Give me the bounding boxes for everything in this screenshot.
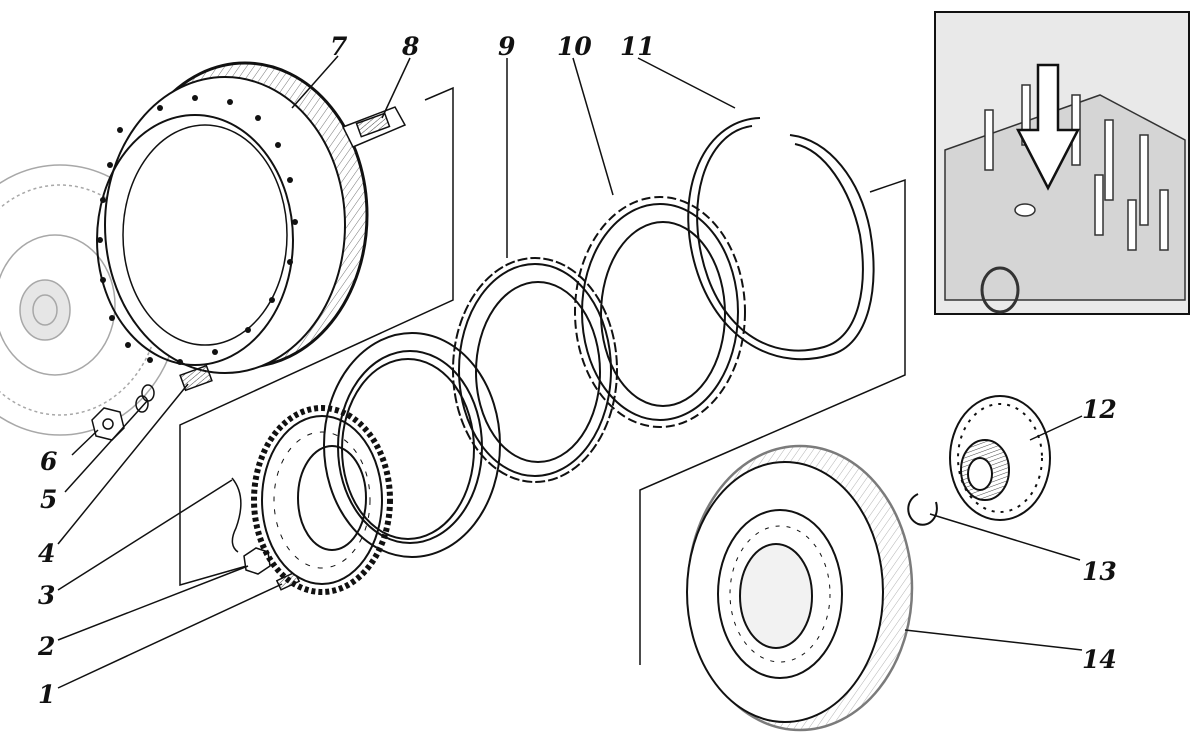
callout-1: 1	[38, 680, 55, 709]
part-6-nut	[91, 407, 125, 441]
pressure-plate-ring	[323, 332, 501, 558]
part-5-washer	[135, 384, 155, 413]
part-7-housing-ring	[96, 61, 369, 374]
callouts: 7 8 9 10 11 12 13 14 6 5 4 3 2 1	[37, 32, 1117, 709]
part-2-bolt	[243, 547, 271, 575]
part-3-spring-clip	[231, 477, 242, 553]
callout-8: 8	[401, 32, 419, 61]
ring-gear	[251, 405, 393, 595]
callout-12: 12	[1082, 395, 1117, 424]
callout-2: 2	[37, 632, 55, 661]
part-11-split-ring	[687, 117, 875, 361]
part-8-bolt	[341, 106, 407, 148]
callout-14: 14	[1082, 645, 1117, 674]
inset-detail	[934, 11, 1190, 315]
part-13-snap-ring	[907, 493, 938, 526]
down-arrow-icon	[1015, 63, 1081, 191]
callout-13: 13	[1082, 557, 1117, 586]
callout-7: 7	[330, 32, 348, 61]
part-14-drum	[686, 444, 914, 732]
callout-5: 5	[40, 485, 57, 514]
callout-11: 11	[620, 32, 655, 61]
leader-lines	[57, 55, 1083, 689]
callout-6: 6	[40, 447, 57, 476]
callout-9: 9	[498, 32, 515, 61]
part-12-flanged-hub	[949, 395, 1051, 521]
part-10-toothed-plate	[574, 196, 746, 428]
frame-brackets	[179, 86, 906, 665]
callout-3: 3	[38, 581, 55, 610]
housing-bolt-holes	[97, 95, 298, 365]
part-4-bushing	[179, 364, 213, 392]
callout-4: 4	[38, 539, 55, 568]
callout-10: 10	[557, 32, 592, 61]
part-9-friction-disc	[452, 257, 618, 483]
